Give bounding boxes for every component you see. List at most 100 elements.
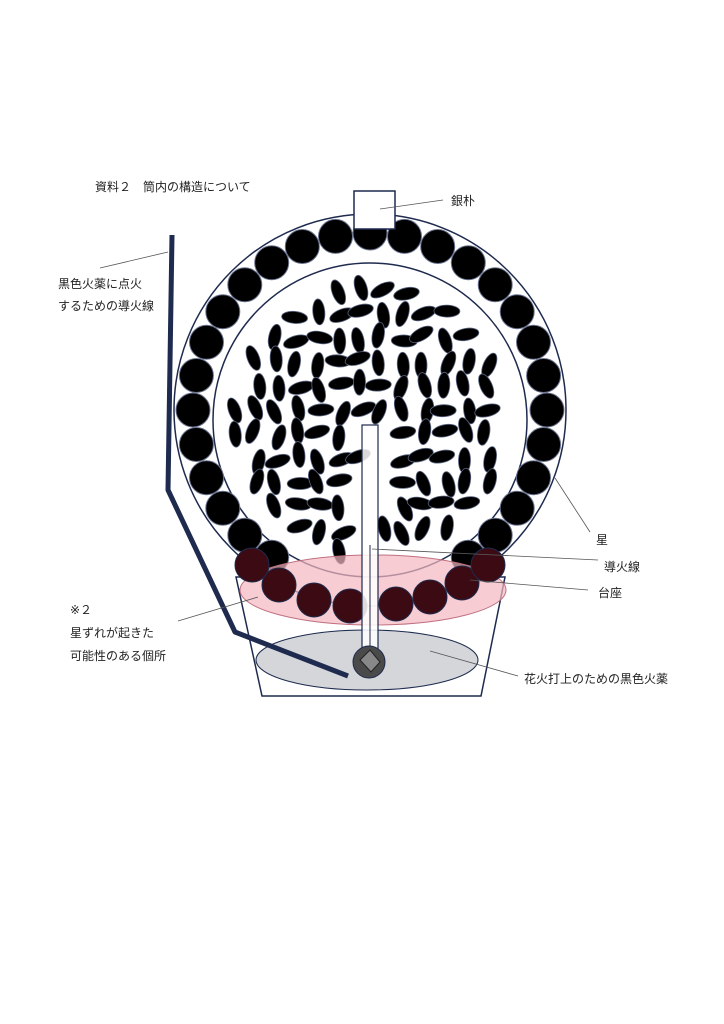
inner-star bbox=[344, 351, 371, 366]
inner-star bbox=[364, 378, 392, 392]
ignition-fuse-line bbox=[165, 234, 349, 679]
inner-star bbox=[407, 447, 434, 463]
inner-star bbox=[393, 395, 409, 422]
ring-star bbox=[318, 218, 353, 254]
inner-star bbox=[431, 423, 459, 438]
inner-star bbox=[245, 345, 261, 371]
ring-star bbox=[499, 294, 535, 330]
inner-star bbox=[393, 286, 420, 301]
inner-star bbox=[389, 425, 417, 440]
ring-star bbox=[529, 392, 565, 428]
inner-star bbox=[286, 518, 313, 534]
inner-star bbox=[311, 519, 327, 546]
lower-star bbox=[296, 582, 332, 618]
inner-star bbox=[227, 397, 243, 424]
inner-star bbox=[458, 417, 474, 443]
inner-star bbox=[247, 395, 264, 421]
inner-star bbox=[245, 418, 261, 444]
inner-star bbox=[441, 471, 456, 498]
label-daiza: 台座 bbox=[598, 585, 622, 600]
inner-star bbox=[330, 279, 346, 306]
inner-star bbox=[478, 373, 495, 399]
inner-star bbox=[462, 348, 476, 375]
inner-stars bbox=[227, 274, 501, 565]
inner-star bbox=[265, 399, 283, 425]
inner-star bbox=[409, 325, 434, 343]
inner-star bbox=[389, 475, 416, 489]
inner-star bbox=[306, 330, 333, 345]
ring-star bbox=[516, 460, 551, 496]
label-ignition-line1: 黒色火薬に点火 bbox=[58, 277, 142, 291]
lower-star bbox=[444, 565, 480, 601]
label-note-mark: ※２ bbox=[70, 603, 92, 617]
ring-star bbox=[526, 358, 562, 393]
label-black-powder: 花火打上のための黒色火薬 bbox=[524, 671, 668, 686]
inner-star bbox=[326, 473, 353, 488]
inner-star bbox=[264, 453, 291, 469]
lower-star bbox=[378, 586, 414, 622]
ring-star bbox=[227, 267, 263, 303]
inner-star bbox=[287, 350, 301, 378]
lower-star bbox=[470, 547, 506, 583]
inner-star bbox=[353, 368, 366, 396]
inner-star bbox=[428, 449, 456, 464]
ring-star bbox=[205, 490, 241, 526]
inner-star bbox=[331, 525, 357, 542]
inner-star bbox=[271, 424, 287, 451]
inner-star bbox=[371, 321, 385, 349]
inner-star bbox=[253, 373, 267, 400]
inner-star bbox=[332, 424, 346, 452]
inner-star bbox=[228, 420, 242, 448]
inner-star bbox=[440, 514, 454, 541]
ring-star bbox=[178, 427, 214, 462]
inner-star bbox=[350, 401, 377, 418]
label-hoshi: 星 bbox=[596, 533, 608, 547]
ring-star bbox=[175, 392, 211, 428]
label-dokasen: 導火線 bbox=[604, 559, 640, 574]
inner-star bbox=[333, 327, 347, 355]
ring-star bbox=[477, 267, 513, 303]
ring-star bbox=[516, 324, 551, 360]
ginboku-box bbox=[353, 190, 396, 230]
inner-star bbox=[353, 274, 369, 301]
fuse-charge bbox=[352, 645, 386, 679]
ring-star bbox=[205, 294, 241, 330]
inner-star bbox=[414, 515, 431, 542]
inner-star bbox=[455, 370, 470, 397]
lower-star bbox=[261, 567, 297, 603]
inner-star bbox=[417, 372, 432, 399]
inner-star bbox=[266, 492, 282, 519]
inner-star bbox=[370, 281, 395, 299]
ring-star bbox=[450, 245, 486, 281]
inner-star bbox=[310, 448, 325, 475]
inner-star bbox=[312, 298, 326, 326]
lower-star bbox=[234, 547, 270, 583]
label-ignition-line2: するための導火線 bbox=[58, 298, 154, 313]
inner-star bbox=[429, 404, 457, 418]
diagram-title: 資料２ 筒内の構造について bbox=[95, 179, 251, 194]
ring-star bbox=[254, 245, 290, 281]
leader-lines bbox=[99, 199, 599, 677]
label-note-line1: 星ずれが起きた bbox=[70, 625, 154, 640]
inner-star bbox=[452, 327, 480, 342]
ring-star bbox=[284, 229, 320, 264]
inner-star bbox=[269, 345, 283, 373]
inner-star bbox=[272, 374, 286, 402]
ring-star bbox=[227, 517, 263, 553]
lower-star bbox=[412, 579, 448, 615]
ring-star bbox=[189, 460, 224, 496]
lower-stars bbox=[234, 547, 506, 624]
inner-star bbox=[376, 301, 391, 329]
inner-star bbox=[393, 520, 410, 546]
inner-star bbox=[331, 494, 345, 522]
ring-star bbox=[420, 229, 456, 264]
inner-star bbox=[395, 301, 410, 327]
ring-star bbox=[526, 427, 562, 462]
inner-star bbox=[433, 304, 461, 318]
inner-star bbox=[292, 441, 306, 468]
ring-star bbox=[189, 324, 224, 360]
inner-star bbox=[303, 424, 331, 440]
ring-star bbox=[178, 358, 214, 393]
ring-star bbox=[477, 517, 513, 553]
